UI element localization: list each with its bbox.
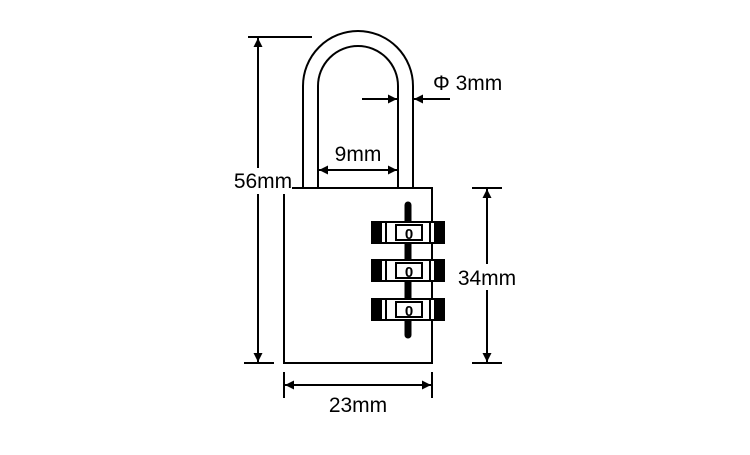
dial-1: 0: [371, 221, 445, 244]
dial-2-digit: 0: [405, 264, 413, 281]
body-width-dimension: [283, 372, 433, 398]
dial-1-digit: 0: [405, 226, 413, 243]
body-width-label: 23mm: [329, 394, 387, 417]
total-height-label: 56mm: [234, 170, 292, 193]
shackle-diameter-label: Φ 3mm: [433, 72, 502, 95]
shackle-outer-outline: [302, 30, 414, 188]
body-height-label-bg: [456, 264, 518, 290]
dial-3-digit: 0: [405, 303, 413, 320]
total-height-dimension: [244, 36, 312, 364]
body-height-label: 34mm: [458, 267, 516, 290]
dial-3: 0: [371, 298, 445, 321]
combination-dials: 0 0 0: [371, 201, 445, 339]
dial-2: 0: [371, 259, 445, 282]
shackle-inner-outline: [317, 45, 399, 188]
shackle: [302, 30, 414, 188]
total-height-label-bg: [234, 168, 292, 194]
shackle-width-label: 9mm: [335, 143, 382, 166]
